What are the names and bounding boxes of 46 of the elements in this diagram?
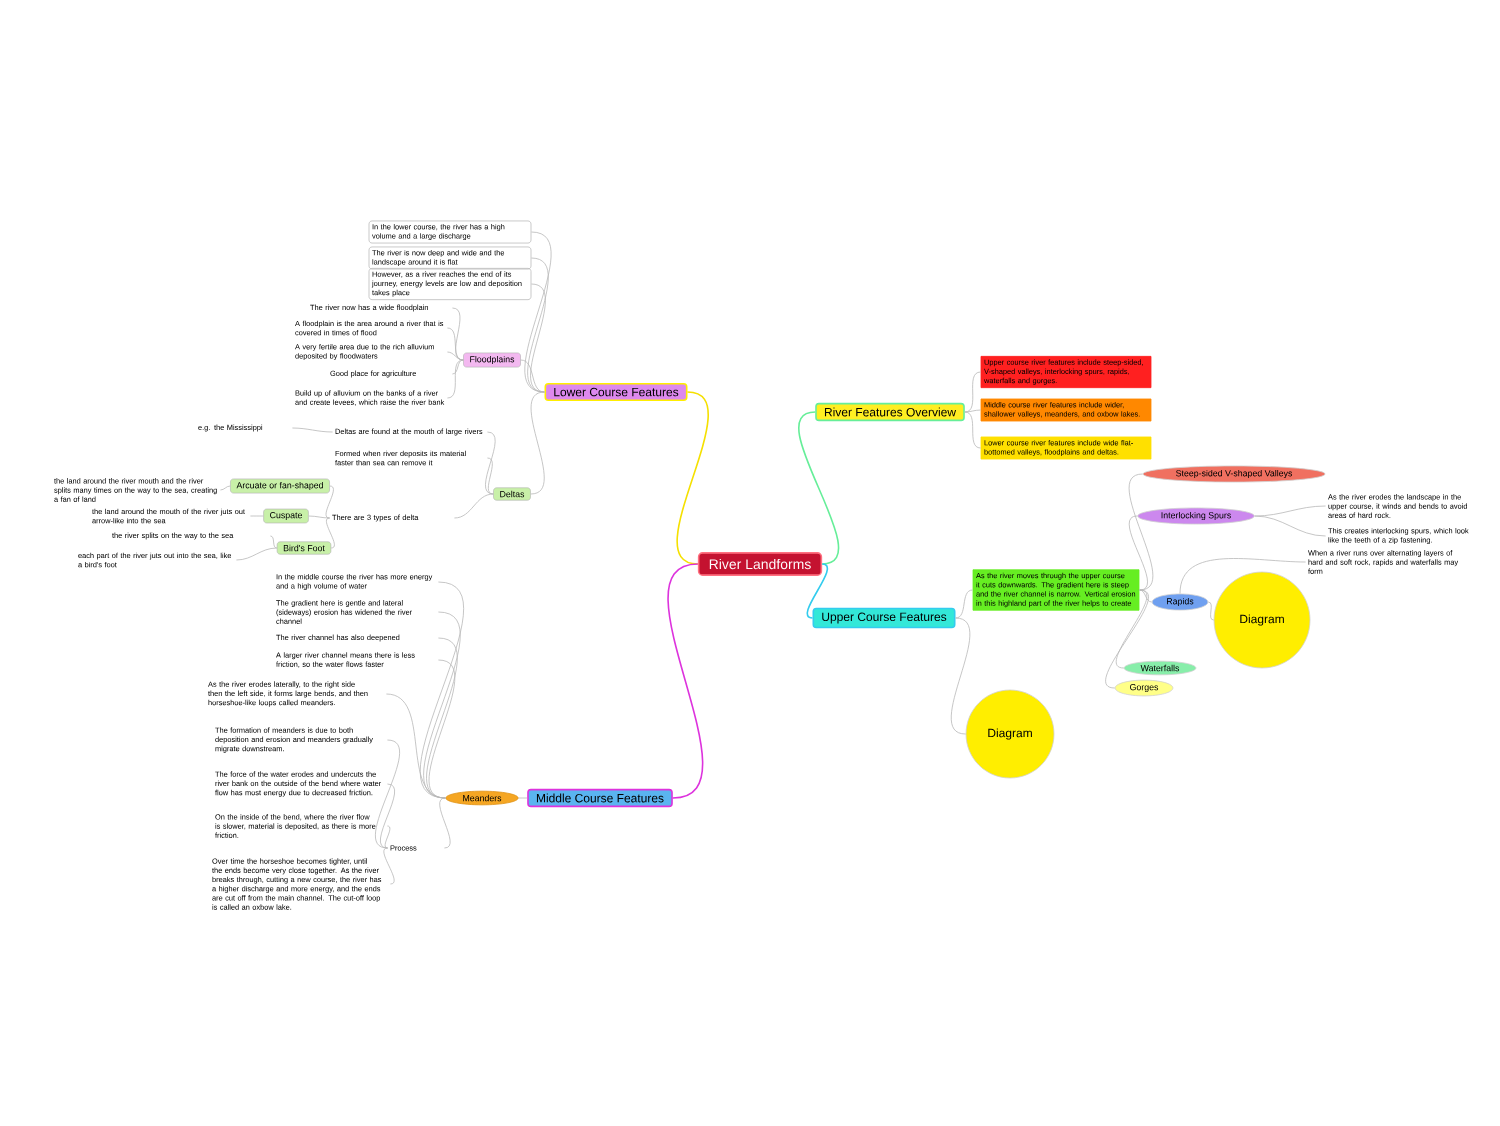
branch-line bbox=[423, 611, 461, 799]
branch-line bbox=[520, 359, 545, 393]
branch-line bbox=[1179, 558, 1306, 594]
branch-line bbox=[325, 485, 334, 519]
branch-line bbox=[1207, 601, 1214, 621]
branch-line bbox=[386, 693, 446, 799]
branch-line bbox=[964, 411, 981, 449]
branch-line bbox=[955, 589, 973, 619]
branch-line bbox=[447, 327, 464, 361]
branch-line bbox=[439, 797, 451, 849]
branch-line bbox=[326, 517, 335, 549]
branch-line bbox=[667, 563, 704, 799]
branch-line bbox=[220, 485, 231, 491]
branch-line bbox=[1139, 589, 1153, 603]
branch-line bbox=[452, 359, 464, 375]
branch-line bbox=[308, 515, 330, 519]
branch-line bbox=[964, 409, 981, 413]
branch-line bbox=[375, 739, 400, 849]
branch-line bbox=[964, 371, 981, 413]
branch-line bbox=[950, 617, 971, 735]
branch-line bbox=[380, 783, 395, 849]
branch-line bbox=[485, 431, 496, 495]
branch-line bbox=[676, 391, 709, 565]
branch-line bbox=[527, 257, 549, 393]
branch-line bbox=[428, 659, 456, 799]
branch-line bbox=[1128, 473, 1154, 591]
branch-line bbox=[1254, 515, 1326, 537]
branch-line bbox=[1115, 589, 1148, 669]
branch-line bbox=[236, 547, 278, 561]
branch-line bbox=[806, 563, 829, 619]
branch-line bbox=[530, 283, 546, 393]
branch-line bbox=[1254, 505, 1326, 517]
branch-line bbox=[524, 231, 552, 393]
branch-line bbox=[530, 391, 545, 495]
branch-line bbox=[1129, 515, 1148, 591]
branch-line bbox=[454, 493, 494, 519]
branch-line bbox=[518, 797, 528, 799]
branch-line bbox=[292, 427, 333, 433]
branch-line bbox=[487, 457, 494, 495]
branch-line bbox=[447, 351, 464, 361]
branch-line bbox=[420, 581, 464, 799]
branch-line bbox=[383, 847, 395, 885]
branch-line bbox=[270, 535, 278, 549]
branch-line bbox=[384, 825, 391, 849]
branch-line bbox=[1105, 589, 1149, 689]
branch-line bbox=[447, 359, 464, 399]
